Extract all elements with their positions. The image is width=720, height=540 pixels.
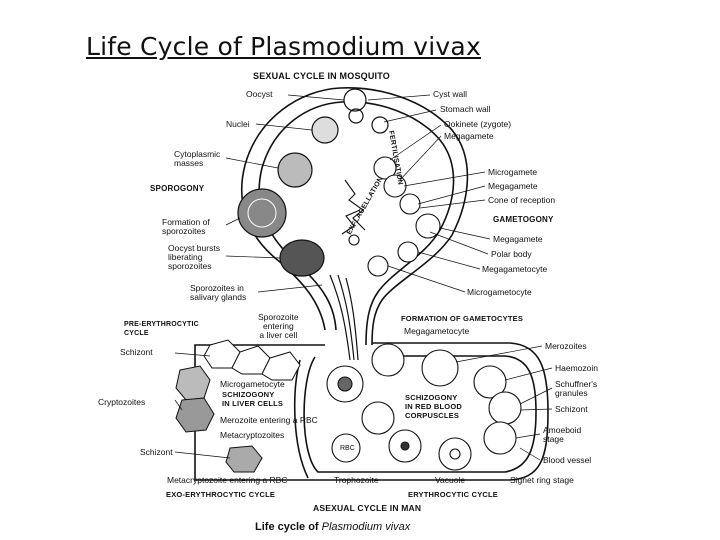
header-sporogony: SPOROGONY	[150, 184, 205, 193]
label-megagametocyte: Megagametocyte	[482, 264, 548, 274]
label-trophozoite: Trophozoite	[334, 475, 379, 485]
label-schizont-bottom: Schizont	[140, 447, 173, 457]
header-gametogony: GAMETOGONY	[493, 215, 554, 224]
cryptozoite-cluster	[175, 397, 215, 433]
liver-region-divider	[293, 359, 309, 479]
label-schuffner: Schuffner's granules	[555, 379, 598, 398]
label-cytoplasmic-masses: Cytoplasmic masses	[174, 149, 221, 168]
header-erythrocytic: ERYTHROCYTIC CYCLE	[408, 490, 498, 499]
label-vacuole: Vacuole	[435, 475, 466, 485]
label-blood-vessel: Blood vessel	[543, 455, 592, 465]
microgametocyte-cell	[367, 255, 389, 277]
label-polar-body: Polar body	[491, 249, 532, 259]
label-rbc: RBC	[340, 445, 355, 452]
label-megagametocyte-center: Megagametocyte	[404, 326, 470, 336]
haemozoin-rbc	[473, 365, 507, 399]
label-signet-ring: Signet ring stage	[510, 475, 574, 485]
amoeboid-rbc	[483, 421, 517, 455]
megagamete-2-cell	[415, 213, 441, 239]
mosquito-stomach-outline	[241, 87, 469, 346]
schizont-cluster	[175, 365, 211, 401]
caption-prefix: Life cycle of	[255, 521, 322, 533]
label-amoeboid: Amoeboid stage	[543, 425, 582, 444]
schizont-bottom-cluster	[225, 445, 263, 473]
label-megagamete-1: Megagamete	[444, 131, 494, 141]
rbc	[331, 433, 361, 463]
oocyst-1	[343, 88, 367, 112]
label-merozoite-entering: Merozoite entering a RBC	[220, 415, 318, 425]
label-sporozoites-salivary: Sporozoites in salivary glands	[190, 283, 247, 302]
label-cryptozoites: Cryptozoites	[98, 397, 146, 407]
oocyst-sporozoite-formation	[237, 188, 287, 238]
merozoite-rbc	[421, 349, 459, 387]
label-metacryptozoite-entering: Metacryptozoite entering a RBC	[167, 475, 288, 485]
oocyst-cytoplasmic	[277, 152, 313, 188]
header-schizogony-rbc: SCHIZOGONY IN RED BLOOD CORPUSCLES	[405, 393, 462, 420]
header-sexual-cycle: SEXUAL CYCLE IN MOSQUITO	[253, 71, 390, 81]
schizont-rbc	[488, 391, 522, 425]
label-schizont-top: Schizont	[120, 347, 153, 357]
label-cone-of-reception: Cone of reception	[488, 195, 556, 205]
blood-vessel-outline	[194, 342, 549, 481]
label-cyst-wall: Cyst wall	[433, 89, 468, 99]
merozoite-entering-rbc	[361, 401, 395, 435]
header-schizogony-liver: SCHIZOGONY IN LIVER CELLS	[222, 390, 284, 408]
caption-species: Plasmodium vivax	[321, 521, 411, 533]
megagametocyte-rbc	[371, 343, 405, 377]
label-microgametocyte-center: Microgametocyte	[220, 379, 285, 389]
liver-cell-3	[261, 351, 301, 381]
label-merozoites: Merozoites	[545, 341, 587, 351]
label-sporozoite-entering: Sporozoite entering a liver cell	[258, 312, 299, 340]
megagamete-cell	[399, 193, 421, 215]
label-megagamete-2: Megagamete	[488, 181, 538, 191]
blood-vessel-inner	[303, 355, 537, 473]
label-megagamete-3: Megagamete	[493, 234, 543, 244]
label-haemozoin: Haemozoin	[555, 363, 598, 373]
oocyst-bursting	[279, 239, 325, 277]
label-oocyst: Oocyst	[246, 89, 273, 99]
header-formation-gametocytes: FORMATION OF GAMETOCYTES	[401, 314, 524, 323]
label-microgametocyte: Microgametocyte	[467, 287, 532, 297]
signet-ring-rbc	[438, 437, 472, 471]
diagram-caption: Life cycle of Plasmodium vivax	[255, 521, 410, 533]
ookinete-cell	[373, 156, 397, 180]
megagametocyte-cell	[397, 241, 419, 263]
label-oocyst-bursts: Oocyst bursts liberating sporozoites	[168, 243, 220, 271]
label-microgamete: Microgamete	[488, 167, 538, 177]
header-exo-erythrocytic: EXO-ERYTHROCYTIC CYCLE	[166, 490, 276, 499]
label-ookinete: Ookinete (zygote)	[444, 119, 512, 129]
header-pre-erythrocytic: PRE-ERYTHROCYTIC CYCLE	[124, 321, 199, 337]
label-nuclei: Nuclei	[226, 119, 250, 129]
slide-title: Life Cycle of Plasmodium vivax	[86, 32, 481, 61]
oocyst-nuclei	[311, 116, 339, 144]
label-stomach-wall: Stomach wall	[440, 104, 491, 114]
label-metacryptozoites: Metacryptozoites	[220, 430, 285, 440]
header-asexual-cycle: ASEXUAL CYCLE IN MAN	[313, 503, 422, 513]
label-formation-sporozoites: Formation of sporozoites	[162, 217, 210, 236]
label-schizont: Schizont	[555, 404, 588, 414]
